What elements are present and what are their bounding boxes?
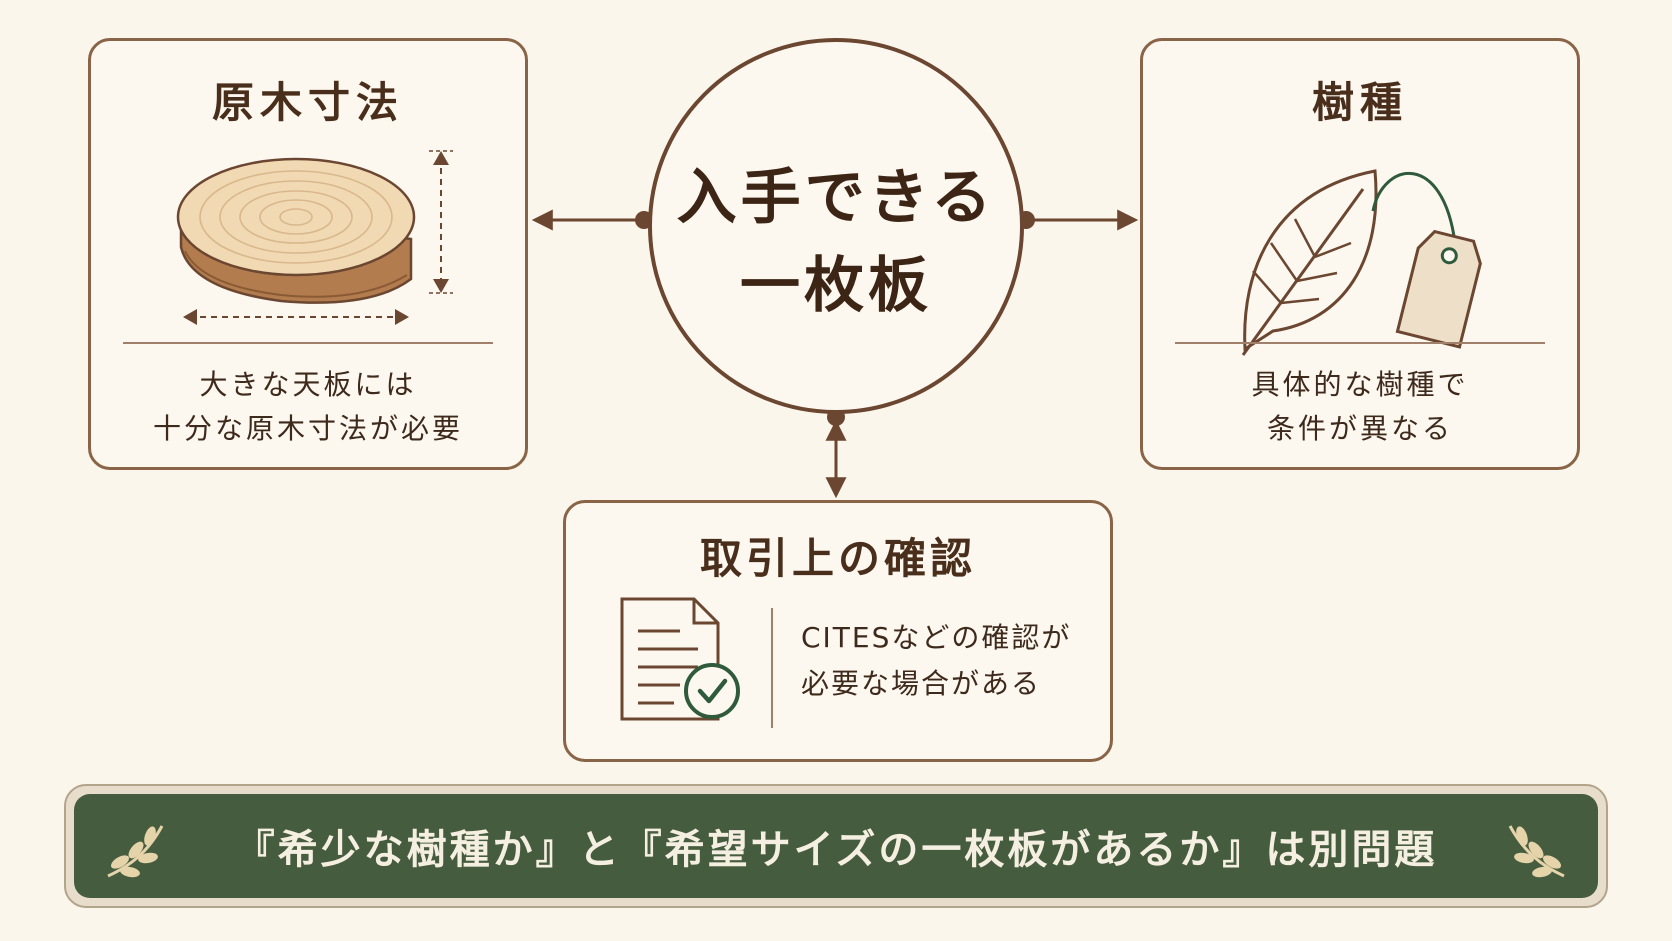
card-log-dimensions-text: 大きな天板には 十分な原木寸法が必要 xyxy=(152,368,463,445)
card-log-dimensions-title: 原木寸法 xyxy=(211,78,404,127)
laurel-left-icon xyxy=(107,825,164,878)
connector-right xyxy=(1017,209,1139,231)
summary-banner-text: 『希少な樹種か』と『希望サイズの一枚板があるか』は別問題 xyxy=(234,827,1438,873)
tag-icon xyxy=(1371,171,1482,349)
summary-banner: 『希少な樹種か』と『希望サイズの一枚板があるか』は別問題 xyxy=(64,784,1608,908)
center-title: 入手できる 一枚板 xyxy=(676,163,996,321)
summary-banner-inner: 『希少な樹種か』と『希望サイズの一枚板があるか』は別問題 xyxy=(74,794,1598,898)
card-species: 樹種 具体的な樹種で 条件が異なる xyxy=(1140,38,1580,470)
card-species-title: 樹種 xyxy=(1311,78,1408,127)
card-trade-check: 取引上の確認 CITESなどの確認が 必要な場合がある xyxy=(563,500,1113,762)
card-log-dimensions-divider xyxy=(123,342,493,344)
card-trade-check-title: 取引上の確認 xyxy=(699,534,976,583)
card-trade-check-text: CITESなどの確認が 必要な場合がある xyxy=(801,621,1072,700)
center-circle: 入手できる 一枚板 xyxy=(648,38,1024,414)
leaf-icon xyxy=(1241,169,1378,356)
connector-left xyxy=(531,209,653,231)
laurel-right-icon xyxy=(1508,825,1565,878)
card-log-dimensions: 原木寸法 大きな天板には 十分な原木寸法が必要 xyxy=(88,38,528,470)
card-trade-check-divider xyxy=(771,608,773,728)
wood-log-icon xyxy=(176,150,453,325)
card-species-divider xyxy=(1175,342,1545,344)
connector-bottom xyxy=(825,408,847,499)
card-species-text: 具体的な樹種で 条件が異なる xyxy=(1251,368,1469,445)
document-check-icon xyxy=(620,597,740,721)
